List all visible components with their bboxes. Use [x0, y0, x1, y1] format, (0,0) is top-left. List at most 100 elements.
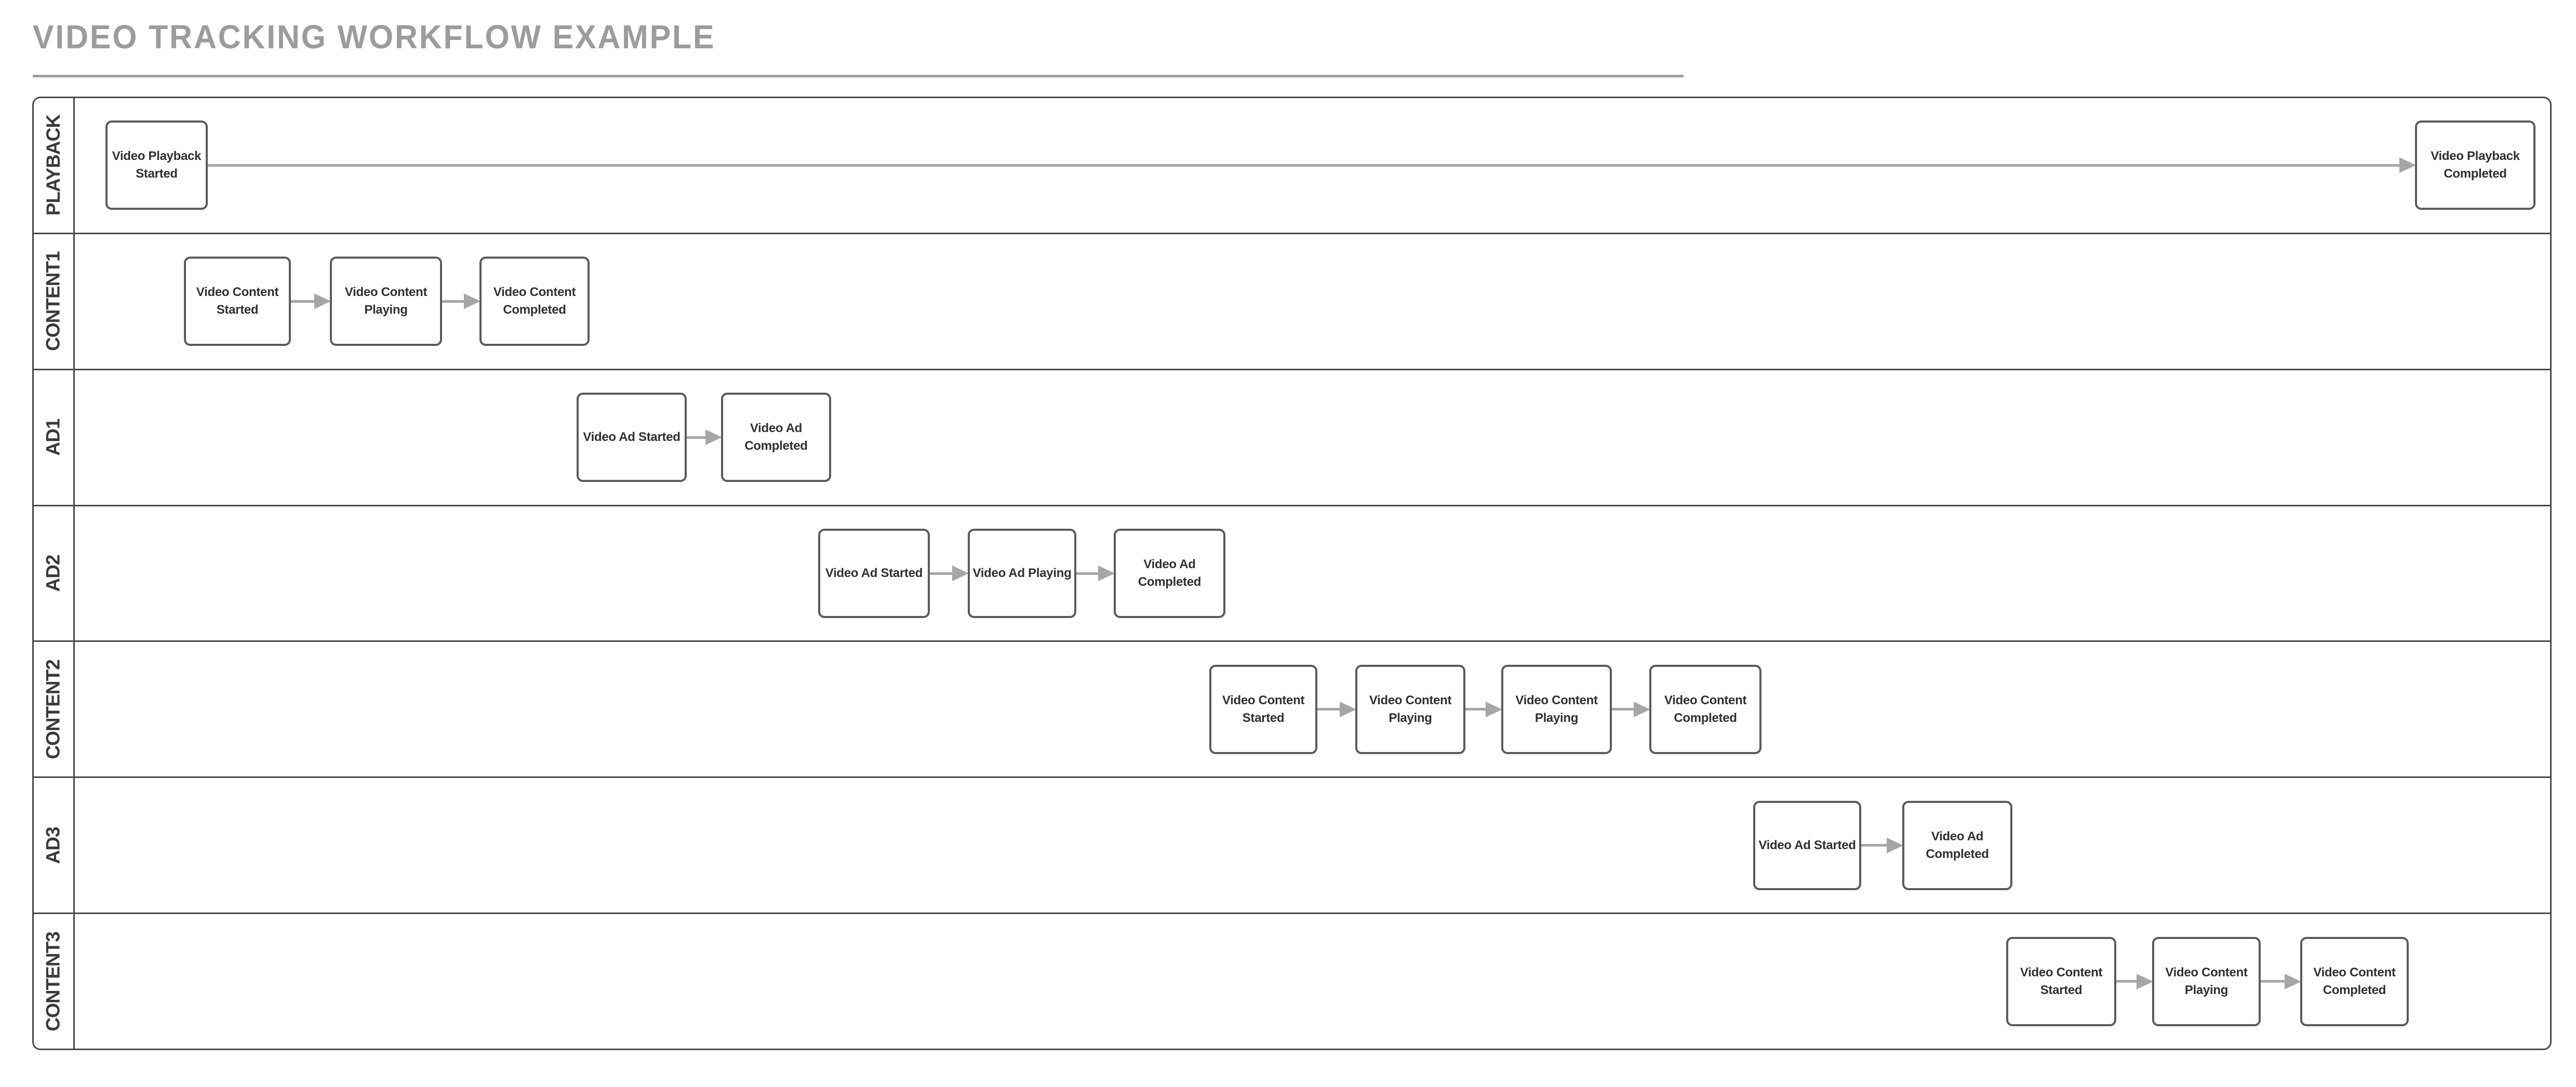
flow-node-label: Video Ad Started [825, 566, 923, 580]
lane-header: CONTENT1 [34, 234, 75, 369]
flow-node-label: Completed [2323, 983, 2386, 997]
arrow-line [2116, 980, 2140, 983]
flow-arrow [1317, 642, 1356, 776]
flow-node-label: Video Content [493, 285, 576, 300]
lane-label: PLAYBACK [43, 115, 64, 216]
flow-node: Video Ad Started [818, 529, 930, 618]
flow-node-label: Started [2040, 983, 2083, 997]
flow-node-label: Video Content [1664, 693, 1747, 707]
lane-label: AD2 [43, 555, 64, 592]
arrow-line [208, 164, 2403, 167]
arrow-head-icon [705, 430, 722, 446]
arrow-line [2261, 980, 2288, 983]
arrow-head-icon [1486, 701, 1502, 717]
arrow-line [1861, 844, 1890, 847]
flow-node-label: Playing [1534, 710, 1579, 725]
lane-header: AD1 [34, 370, 75, 505]
flow-node: Video Ad Completed [1114, 529, 1225, 618]
lane-header: CONTENT2 [34, 642, 75, 777]
flow-node-label: Video Ad [1143, 557, 1196, 571]
lane-header: AD3 [34, 778, 75, 913]
flow-node-label: Video Playback [2431, 149, 2520, 164]
flow-arrow [2116, 914, 2153, 1049]
lane-header: PLAYBACK [34, 98, 75, 233]
arrow-head-icon [1098, 566, 1115, 581]
flow-node-label: Completed [1138, 575, 1202, 589]
flow-node-label: Started [216, 303, 259, 317]
flow-arrow [291, 234, 331, 369]
flow-node-label: Playing [1389, 710, 1432, 725]
lane-header: AD2 [34, 506, 75, 641]
arrow-line [1465, 708, 1489, 711]
flow-node-label: Completed [1674, 710, 1737, 725]
flow-node-label: Video Ad [1931, 829, 1984, 843]
flow-arrow [2261, 914, 2301, 1049]
flow-node-label: Video Playback [112, 149, 202, 164]
arrow-line [1076, 572, 1101, 575]
arrow-head-icon [464, 293, 481, 310]
flow-node-label: Video Ad Playing [972, 566, 1072, 580]
flow-node-label: Video Content [1515, 693, 1598, 707]
flow-arrow [442, 234, 481, 369]
arrow-head-icon [1887, 837, 1903, 853]
flow-node-label: Playing [364, 303, 408, 317]
flow-node-label: Video Content [2313, 965, 2396, 979]
flow-node-label: Video Ad Started [583, 430, 680, 445]
flow-arrow [687, 370, 722, 505]
lane-canvas: Video Ad Started Video Ad Completed [75, 778, 2550, 912]
flow-arrow [1612, 642, 1650, 776]
flow-arrow [930, 506, 969, 641]
flow-node-label: Video Content [1222, 693, 1305, 707]
flow-arrow [1861, 778, 1903, 912]
flow-node-label: Video Content [344, 285, 428, 300]
lane-canvas: Video Ad Started Video Ad Playing Video Ad… [75, 506, 2550, 641]
arrow-line [291, 300, 317, 303]
flow-node-label: Video Content [196, 285, 279, 300]
flow-node: Video Ad Playing [968, 529, 1076, 618]
flow-node: Video Ad Started [1753, 800, 1861, 890]
flow-node-label: Started [136, 167, 178, 181]
flow-node-label: Completed [744, 439, 808, 453]
arrow-head-icon [2285, 973, 2301, 989]
flow-arrow [1076, 506, 1115, 641]
lane-label: AD3 [43, 827, 64, 864]
lane-label: CONTENT3 [43, 931, 64, 1031]
flow-node-label: Video Content [1369, 693, 1452, 707]
arrow-head-icon [952, 566, 969, 581]
flow-node-label: Completed [1926, 847, 1989, 861]
lane-label: CONTENT1 [43, 251, 64, 351]
flow-node-label: Video Ad Started [1758, 838, 1856, 852]
lane-label: AD1 [43, 419, 64, 456]
flow-node-label: Completed [503, 303, 566, 317]
arrow-line [687, 436, 709, 439]
lane-label: CONTENT2 [43, 660, 64, 759]
arrow-head-icon [1634, 701, 1650, 717]
title-underline [33, 75, 1684, 77]
page-title: VIDEO TRACKING WORKFLOW EXAMPLE [33, 18, 716, 56]
flow-arrow [208, 98, 2416, 233]
flow-node-label: Completed [2444, 167, 2507, 181]
flow-node: Video Ad Completed [1902, 800, 2012, 890]
arrow-line [1612, 708, 1637, 711]
flow-node: Video Ad Started [577, 393, 687, 482]
